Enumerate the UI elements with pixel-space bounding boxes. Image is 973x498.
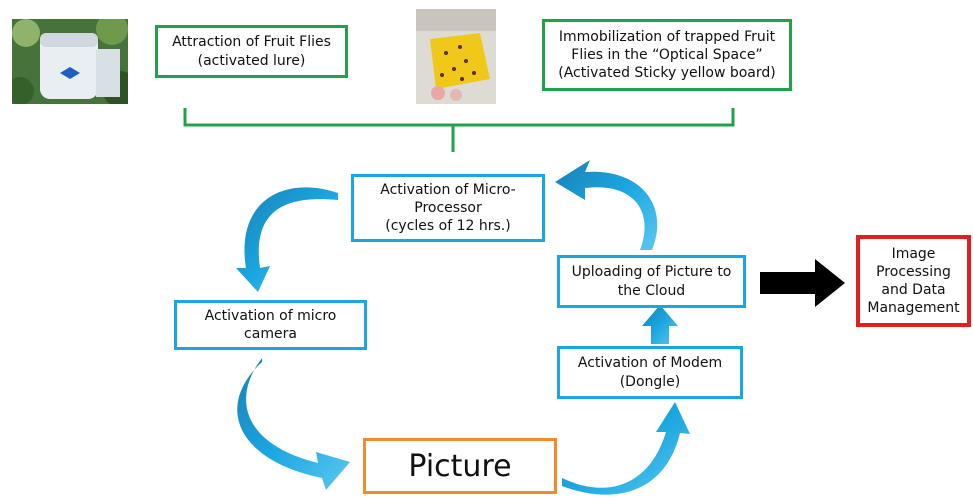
immobilization-box: Immobilization of trapped Fruit Flies in… (542, 19, 792, 91)
modem-box: Activation of Modem (Dongle) (557, 346, 743, 399)
processing-box: Image Processing and Data Management (856, 235, 971, 327)
upload-box: Uploading of Picture to the Cloud (557, 255, 746, 308)
arrow-camera-to-picture (237, 358, 350, 490)
trap-photo (12, 19, 128, 104)
arrow-picture-to-modem (562, 402, 690, 495)
arrow-upload-to-processing (760, 259, 845, 307)
picture-box: Picture (363, 438, 557, 494)
arrow-modem-to-upload (642, 305, 678, 344)
green-bracket (183, 108, 735, 152)
trap-illustration (12, 19, 128, 104)
sticky-board-photo (416, 9, 496, 104)
attraction-box: Attraction of Fruit Flies (activated lur… (155, 25, 348, 78)
sticky-board-illustration (416, 9, 496, 104)
camera-box: Activation of micro camera (174, 300, 367, 350)
arrow-processor-to-camera (236, 187, 338, 292)
arrow-upload-to-processor (555, 160, 658, 250)
microprocessor-box: Activation of Micro- Processor (cycles o… (351, 174, 545, 242)
